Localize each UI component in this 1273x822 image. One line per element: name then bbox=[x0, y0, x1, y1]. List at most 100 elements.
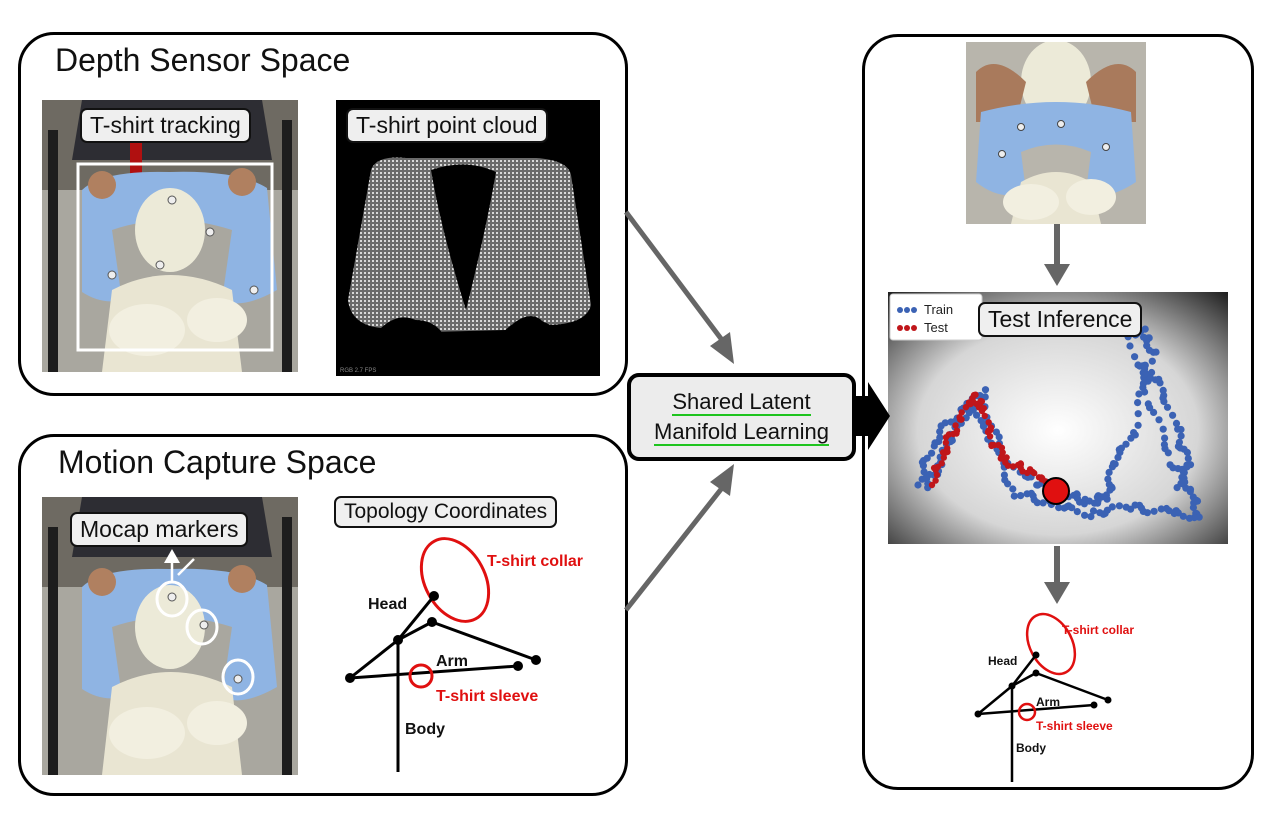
test-input-photo bbox=[966, 42, 1146, 224]
train-point bbox=[1159, 425, 1167, 433]
shared-latent-box: Shared Latent Manifold Learning bbox=[627, 373, 856, 461]
test-point bbox=[952, 422, 959, 429]
train-point bbox=[1017, 492, 1025, 500]
point-cloud-image: RGB 2.7 FPS bbox=[336, 100, 600, 376]
output-body-label: Body bbox=[1016, 741, 1046, 755]
test-point bbox=[958, 409, 965, 416]
test-point bbox=[985, 419, 992, 426]
arrow-to-inference bbox=[854, 382, 890, 450]
point-cloud-label: T-shirt point cloud bbox=[346, 108, 548, 143]
sleeve-circle bbox=[408, 663, 434, 689]
center-line-1: Shared Latent bbox=[672, 389, 811, 416]
tshirt-tracking-label: T-shirt tracking bbox=[80, 108, 251, 143]
train-point bbox=[1131, 431, 1139, 439]
train-point bbox=[1186, 488, 1194, 496]
train-point bbox=[1010, 492, 1018, 500]
train-point bbox=[1141, 388, 1149, 396]
train-point bbox=[977, 417, 985, 425]
mocap-markers-photo bbox=[42, 497, 298, 775]
train-point bbox=[995, 433, 1003, 441]
train-point bbox=[1131, 353, 1139, 361]
train-point bbox=[973, 411, 981, 419]
flow-arrows bbox=[624, 210, 890, 612]
test-point bbox=[938, 460, 945, 467]
train-point bbox=[1081, 511, 1089, 519]
point-cloud-fps: RGB 2.7 FPS bbox=[340, 368, 376, 374]
test-point bbox=[956, 414, 963, 421]
train-point bbox=[1177, 432, 1185, 440]
train-point bbox=[1163, 403, 1172, 411]
motion-capture-title: Motion Capture Space bbox=[58, 444, 377, 480]
test-point bbox=[953, 427, 961, 434]
train-point bbox=[1161, 434, 1169, 442]
train-point bbox=[1148, 368, 1156, 377]
test-point bbox=[1031, 469, 1038, 477]
test-point bbox=[1004, 462, 1012, 469]
train-point bbox=[1139, 379, 1147, 388]
test-point bbox=[978, 407, 986, 415]
train-point bbox=[1115, 502, 1123, 510]
test-point bbox=[986, 433, 994, 440]
train-point bbox=[1170, 509, 1178, 518]
train-point bbox=[1177, 425, 1185, 434]
train-point bbox=[981, 386, 990, 394]
train-point bbox=[1023, 490, 1031, 498]
train-point bbox=[1140, 333, 1148, 341]
test-point bbox=[1009, 463, 1017, 470]
train-point bbox=[1039, 499, 1047, 507]
train-point bbox=[1148, 357, 1156, 365]
train-point bbox=[1164, 449, 1172, 457]
center-line-2: Manifold Learning bbox=[654, 419, 829, 446]
legend-train-label: Train bbox=[924, 302, 953, 317]
topology-head-label: Head bbox=[368, 596, 407, 613]
train-trajectory bbox=[914, 325, 1203, 522]
train-point bbox=[1055, 504, 1063, 512]
latent-manifold-svg: Train Test bbox=[888, 292, 1228, 544]
train-point bbox=[1060, 504, 1068, 512]
topology-collar-label: T-shirt collar bbox=[487, 553, 583, 570]
train-point bbox=[1189, 503, 1197, 512]
train-point bbox=[1150, 507, 1158, 515]
legend-test-label: Test bbox=[924, 320, 948, 335]
test-point bbox=[1026, 466, 1034, 473]
train-point bbox=[1155, 416, 1163, 424]
train-point bbox=[1134, 399, 1142, 407]
train-point bbox=[1089, 507, 1098, 515]
depth-sensor-title: Depth Sensor Space bbox=[55, 42, 351, 78]
topology-sleeve-label: T-shirt sleeve bbox=[436, 688, 538, 705]
point-cloud-illustration: RGB 2.7 FPS bbox=[336, 100, 600, 376]
train-point bbox=[928, 449, 936, 457]
train-point bbox=[1087, 513, 1095, 521]
arrow-down-to-topology bbox=[1044, 546, 1070, 604]
train-point bbox=[1156, 379, 1164, 387]
train-point bbox=[1000, 471, 1008, 479]
train-point bbox=[914, 481, 922, 489]
train-point bbox=[1185, 514, 1194, 522]
train-point bbox=[1105, 468, 1113, 476]
latent-manifold-plot: Train Test bbox=[888, 292, 1228, 544]
train-point bbox=[1172, 419, 1181, 427]
test-input-illustration bbox=[966, 42, 1146, 224]
output-sleeve-label: T-shirt sleeve bbox=[1036, 719, 1113, 733]
test-point bbox=[998, 444, 1006, 451]
train-point bbox=[1009, 485, 1017, 493]
train-point bbox=[1122, 503, 1130, 511]
output-head-label: Head bbox=[988, 654, 1017, 668]
train-point bbox=[1150, 408, 1158, 416]
arrow-down-to-inference bbox=[1044, 224, 1070, 286]
topology-coords-label: Topology Coordinates bbox=[334, 496, 558, 528]
train-point bbox=[936, 428, 944, 436]
test-point bbox=[933, 471, 941, 478]
test-trajectory bbox=[928, 391, 1058, 492]
train-point bbox=[1135, 390, 1143, 398]
output-topology-diagram: T-shirt collar Head Arm T-shirt sleeve B… bbox=[974, 612, 1134, 782]
train-point bbox=[1134, 410, 1142, 418]
train-point bbox=[936, 434, 944, 442]
train-point bbox=[1162, 504, 1171, 513]
train-point bbox=[1160, 397, 1168, 406]
test-point bbox=[928, 481, 936, 489]
test-point bbox=[1003, 454, 1010, 461]
topology-arm-label: Arm bbox=[436, 653, 468, 670]
test-point bbox=[942, 439, 950, 446]
topology-body-label: Body bbox=[405, 721, 445, 738]
